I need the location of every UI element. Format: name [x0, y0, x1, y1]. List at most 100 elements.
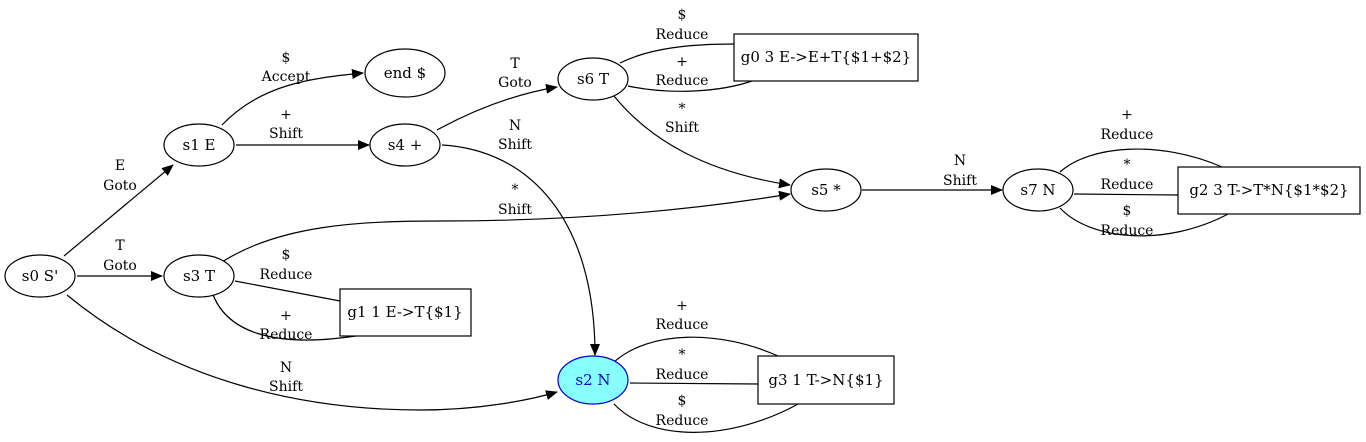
edge-s4-s6	[436, 83, 558, 131]
goto-box-g0[interactable]: g0 3 E->E+T{$1+$2}	[733, 33, 919, 82]
edge-s3-g1-dollar	[234, 280, 341, 302]
edge-action: Goto	[498, 75, 532, 91]
edge-label-s7-g2-plus: + Reduce	[1101, 107, 1154, 143]
edge-s7-g2-star	[1073, 193, 1179, 196]
edge-s6-g0-dollar	[619, 43, 736, 64]
edge-label-s2-g3-plus: + Reduce	[656, 298, 709, 333]
state-node-s4[interactable]: s4 +	[369, 123, 441, 167]
edge-label-s6-s5: * Shift	[665, 101, 699, 136]
rule-label: g2 3 T->T*N{$1*$2}	[1189, 181, 1348, 199]
rule-label: g1 1 E->T{$1}	[347, 303, 462, 321]
edge-label-s2-g3-dollar: $ Reduce	[656, 393, 709, 429]
edge-symbol: $	[678, 393, 687, 409]
edge-label-s4-s6: T Goto	[498, 56, 532, 91]
edge-symbol: +	[280, 308, 292, 324]
goto-box-g2[interactable]: g2 3 T->T*N{$1*$2}	[1177, 166, 1361, 215]
state-node-s7[interactable]: s7 N	[1002, 168, 1074, 212]
edge-s3-s5	[221, 190, 791, 263]
edge-action: Reduce	[1101, 223, 1154, 239]
rule-label: g0 3 E->E+T{$1+$2}	[741, 48, 911, 66]
state-label: s0 S'	[22, 267, 58, 285]
edge-action: Shift	[665, 120, 699, 136]
state-label: end $	[384, 64, 426, 82]
edge-action: Shift	[498, 137, 532, 153]
edge-s7-g2-dollar	[1059, 207, 1231, 237]
edge-symbol: T	[115, 238, 125, 254]
edge-action: Shift	[943, 173, 977, 189]
edge-action: Shift	[269, 126, 303, 142]
state-label: s6 T	[577, 70, 609, 88]
edge-s1-end	[221, 69, 364, 126]
edge-action: Reduce	[656, 27, 709, 43]
goto-box-g1[interactable]: g1 1 E->T{$1}	[339, 288, 472, 337]
edge-label-s0-s1: E Goto	[103, 158, 137, 194]
edge-symbol: +	[1121, 107, 1133, 123]
edge-label-s0-s3: T Goto	[103, 238, 137, 274]
state-node-s3[interactable]: s3 T	[163, 254, 235, 298]
state-label: s5 *	[811, 181, 841, 199]
edge-s3-g1-plus	[211, 291, 363, 341]
edge-s7-g2-plus	[1059, 148, 1223, 173]
edge-symbol: N	[954, 153, 966, 169]
state-label: s1 E	[183, 136, 216, 154]
edge-symbol: $	[1123, 203, 1132, 219]
edge-action: Shift	[269, 379, 303, 395]
edge-action: Reduce	[656, 317, 709, 333]
edge-symbol: *	[679, 101, 686, 117]
edge-s2-g3-star	[629, 382, 759, 385]
state-node-s1[interactable]: s1 E	[163, 123, 235, 167]
edge-label-s3-g1-dollar: $ Reduce	[260, 247, 313, 283]
edge-action: Reduce	[1101, 177, 1154, 193]
edge-symbol: $	[282, 50, 291, 66]
edge-symbol: $	[282, 247, 291, 263]
edge-s6-g0-plus	[627, 80, 753, 92]
edge-symbol: $	[678, 7, 687, 23]
edge-label-s7-g2-dollar: $ Reduce	[1101, 203, 1154, 239]
edge-label-s5-s7: N Shift	[943, 153, 977, 189]
edge-label-s6-g0-plus: + Reduce	[656, 54, 709, 89]
rule-label: g3 1 T->N{$1}	[768, 371, 883, 389]
state-node-s5[interactable]: s5 *	[790, 168, 862, 212]
edge-action: Goto	[103, 178, 137, 194]
edge-symbol: N	[509, 118, 521, 134]
edge-action: Accept	[261, 69, 311, 85]
edge-s6-s5	[613, 95, 791, 189]
edge-s2-g3-plus	[613, 336, 779, 363]
edge-s0-s1	[63, 164, 174, 257]
edge-s0-s2	[66, 294, 558, 411]
edge-action: Reduce	[656, 73, 709, 89]
edge-action: Reduce	[260, 327, 313, 343]
state-label: s7 N	[1020, 181, 1055, 199]
edge-label-s7-g2-star: * Reduce	[1101, 157, 1154, 193]
edge-symbol: T	[510, 56, 520, 72]
goto-box-g3[interactable]: g3 1 T->N{$1}	[757, 355, 895, 405]
edge-label-s6-g0-dollar: $ Reduce	[656, 7, 709, 43]
state-label: s3 T	[183, 267, 215, 285]
edge-symbol: *	[679, 347, 686, 363]
edge-label-s4-s2: N Shift	[498, 118, 532, 153]
state-node-end[interactable]: end $	[364, 48, 446, 98]
state-node-s6[interactable]: s6 T	[557, 57, 629, 101]
edge-symbol: N	[280, 360, 292, 376]
state-node-s0[interactable]: s0 S'	[4, 254, 76, 298]
state-label: s2 N	[575, 371, 610, 389]
edge-label-s2-g3-star: * Reduce	[656, 347, 709, 383]
edge-s2-g3-dollar	[613, 402, 801, 433]
edge-action: Reduce	[1101, 127, 1154, 143]
edge-symbol: +	[676, 54, 688, 70]
edge-action: Shift	[498, 202, 532, 218]
state-node-s2-highlighted[interactable]: s2 N	[557, 355, 629, 405]
edge-symbol: *	[1124, 157, 1131, 173]
edge-s4-s2	[441, 144, 600, 356]
edge-action: Reduce	[656, 413, 709, 429]
edge-label-s3-s5: * Shift	[498, 182, 532, 218]
edge-symbol: *	[512, 182, 519, 198]
edge-label-s0-s2: N Shift	[269, 360, 303, 395]
state-label: s4 +	[388, 136, 423, 154]
edge-symbol: +	[676, 298, 688, 314]
edge-symbol: E	[115, 158, 125, 174]
edge-label-s3-g1-plus: + Reduce	[260, 308, 313, 343]
edge-label-s1-end: $ Accept	[261, 50, 311, 85]
edge-label-s1-s4: + Shift	[269, 107, 303, 142]
